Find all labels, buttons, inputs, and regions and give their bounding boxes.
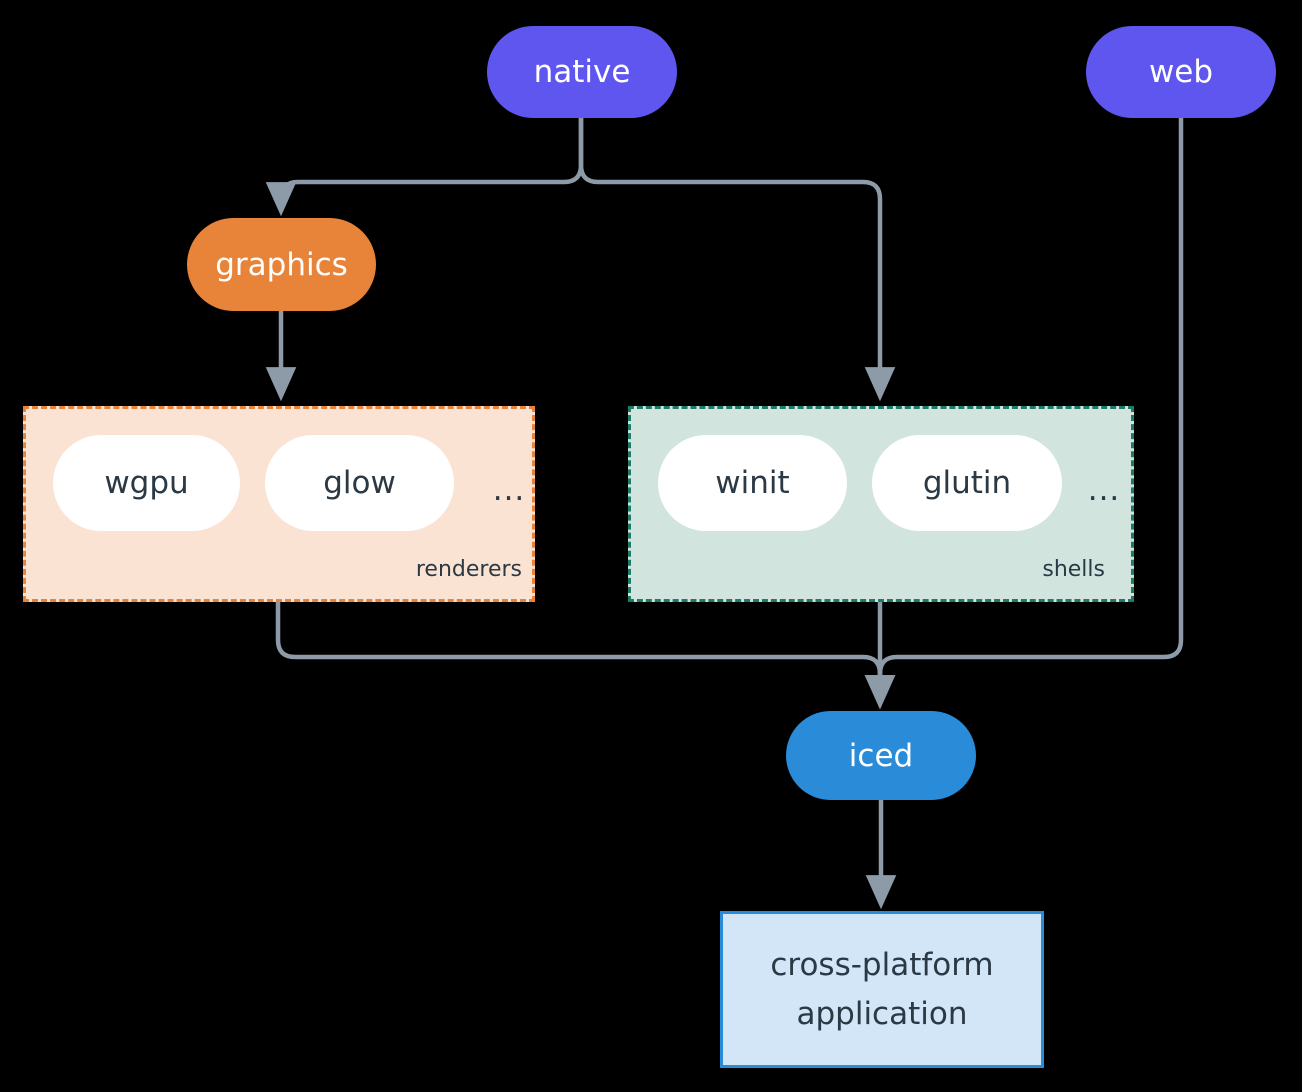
application-line-2: application: [796, 995, 968, 1032]
node-iced-label: iced: [848, 737, 914, 774]
leaf-pill-glow-label: glow: [323, 465, 396, 501]
application-line-1: cross-platform: [770, 947, 994, 984]
leaf-pill-wgpu-label: wgpu: [104, 465, 189, 501]
node-graphics-label: graphics: [215, 246, 348, 283]
leaf-pill-glutin-label: glutin: [922, 465, 1012, 501]
node-web[interactable]: web: [1086, 26, 1276, 118]
leaf-pill-winit-label: winit: [715, 465, 790, 501]
leaf-pill-winit[interactable]: winit: [658, 435, 847, 531]
leaf-pill-wgpu[interactable]: wgpu: [53, 435, 240, 531]
group-renderers-label: renderers: [415, 557, 522, 582]
node-web-label: web: [1148, 54, 1214, 90]
node-iced[interactable]: iced: [786, 711, 976, 800]
shells-more-ellipsis: ...: [1087, 472, 1121, 508]
edge-renderers-to-iced: [275, 602, 896, 710]
leaf-pill-glow[interactable]: glow: [265, 435, 454, 531]
renderers-more-ellipsis: ...: [492, 472, 526, 508]
node-native-label: native: [533, 54, 631, 90]
node-graphics[interactable]: graphics: [187, 218, 376, 311]
edge-native-to-graphics: [265, 117, 584, 217]
group-shells-label: shells: [1042, 557, 1105, 582]
node-native[interactable]: native: [487, 26, 677, 118]
edge-native-to-shells: [578, 117, 896, 402]
leaf-pill-glutin[interactable]: glutin: [872, 435, 1062, 531]
node-application[interactable]: cross-platform application: [720, 911, 1044, 1068]
group-shells: winit glutin ... shells: [628, 406, 1134, 602]
group-renderers: wgpu glow ... renderers: [23, 406, 535, 602]
